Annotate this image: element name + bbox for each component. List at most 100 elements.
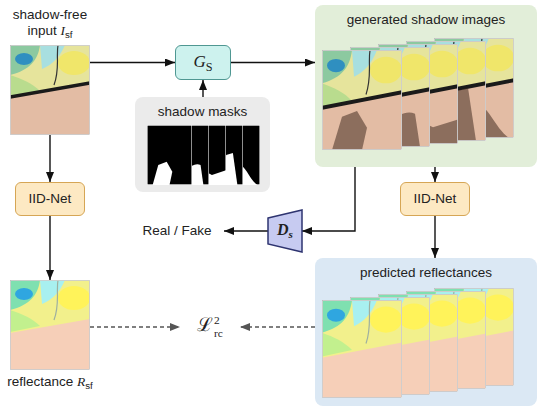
loss-term: ℒ2 rc xyxy=(180,312,240,342)
connector-arrow xyxy=(90,62,175,63)
texture-patch xyxy=(10,280,40,310)
node-text: Real / Fake xyxy=(142,223,211,239)
trapezoid-shape xyxy=(268,210,302,252)
texture-ground xyxy=(10,280,90,370)
texture-patch xyxy=(327,59,345,72)
texture-ground xyxy=(322,300,402,398)
label-holder: shadow-free input Isf xyxy=(0,7,102,41)
mask-shape xyxy=(153,162,173,185)
node-text: GS xyxy=(193,52,212,74)
tile-outline xyxy=(323,301,402,398)
discriminator-trapezoid: Ds xyxy=(268,210,302,252)
texture-floor xyxy=(10,84,90,135)
texture-floor xyxy=(10,319,90,370)
texture-patch xyxy=(454,298,486,324)
subscript: S xyxy=(206,59,213,73)
node-text: IID-Net xyxy=(29,191,72,207)
texture-patch xyxy=(322,300,352,333)
tile-border xyxy=(10,45,90,135)
texture-patch xyxy=(370,57,402,84)
texture-patch xyxy=(15,288,33,300)
texture-patch xyxy=(58,51,90,75)
illustration xyxy=(10,45,90,135)
generator-box: GS xyxy=(175,45,231,80)
connector-arrow xyxy=(49,216,50,280)
image-caption: shadow-free input Isf xyxy=(0,7,102,41)
texture-ground xyxy=(10,45,90,135)
connector-arrow xyxy=(434,167,435,182)
sup-sub-stack: 2 rc xyxy=(214,315,223,340)
node-text: ℒ2 rc xyxy=(197,314,223,339)
illustration xyxy=(315,5,537,167)
reflectance-image: reflectance Rsf xyxy=(10,280,90,370)
texture-tile xyxy=(322,50,402,150)
math-symbol: G xyxy=(193,52,205,71)
tile-outline xyxy=(323,51,402,150)
texture-patch xyxy=(426,301,458,327)
texture-curve xyxy=(366,300,370,344)
texture-patch xyxy=(10,45,40,75)
node-text: Ds xyxy=(277,221,293,241)
subscript: s xyxy=(289,228,293,240)
iid-net-box: IID-Net xyxy=(15,182,85,216)
texture-patch xyxy=(426,51,458,78)
connector-arrow xyxy=(202,80,203,97)
input-image: shadow-free input Isf xyxy=(10,45,90,135)
connector-arrow xyxy=(224,230,268,231)
math-symbol: D xyxy=(277,221,289,238)
dashed-connector xyxy=(240,326,315,327)
texture-curve xyxy=(366,50,370,94)
texture-patch xyxy=(327,309,345,322)
subscript: sf xyxy=(85,380,93,391)
tile-border xyxy=(147,125,192,185)
math-symbol: R xyxy=(77,374,85,389)
panel-heading: generated shadow images xyxy=(315,12,537,28)
texture-tile xyxy=(10,280,90,370)
texture-patch xyxy=(58,286,90,310)
tile-outline xyxy=(11,46,90,135)
texture-edge xyxy=(10,83,90,97)
texture-edge xyxy=(322,92,402,108)
masks-panel: shadow masks xyxy=(135,97,270,192)
texture-patch xyxy=(482,45,514,72)
math-symbol: I xyxy=(60,23,65,38)
subscript: sf xyxy=(65,29,73,40)
texture-ground xyxy=(322,50,402,150)
texture-patch xyxy=(398,304,430,330)
reflectances-panel: predicted reflectances xyxy=(315,258,537,406)
texture-patch xyxy=(398,54,430,81)
illustration xyxy=(10,280,90,370)
math-symbol: ℒ xyxy=(197,314,213,335)
texture-patch xyxy=(370,307,402,333)
texture-patch xyxy=(322,50,352,83)
mask-ground xyxy=(147,125,192,185)
texture-floor xyxy=(322,342,402,398)
superscript: 2 xyxy=(214,315,223,326)
connector-arrow xyxy=(434,216,435,258)
shadow-images-panel: generated shadow images xyxy=(315,5,537,167)
image-caption: reflectance Rsf xyxy=(0,374,102,392)
connector-arrow xyxy=(302,167,355,231)
texture-patch xyxy=(15,53,33,65)
texture-tile xyxy=(322,300,402,398)
tile-border xyxy=(10,280,90,370)
panel-heading: shadow masks xyxy=(135,104,270,120)
tile-border xyxy=(322,50,402,150)
connector-arrow xyxy=(49,135,50,182)
dashed-connector xyxy=(90,326,180,327)
cast-shadow xyxy=(332,111,367,150)
connector-arrow xyxy=(231,62,315,63)
tile-outline xyxy=(11,281,90,370)
output-label: Real / Fake xyxy=(130,220,224,242)
texture-curve xyxy=(54,280,58,320)
texture-patch xyxy=(482,295,514,321)
panel-heading: predicted reflectances xyxy=(315,265,537,281)
subscript: rc xyxy=(214,328,223,339)
illustration xyxy=(315,258,537,406)
texture-patch xyxy=(454,48,486,75)
label-holder: reflectance Rsf xyxy=(0,374,102,392)
iid-net-box: IID-Net xyxy=(400,182,470,216)
mask-tile xyxy=(147,125,192,185)
texture-curve xyxy=(54,45,58,85)
